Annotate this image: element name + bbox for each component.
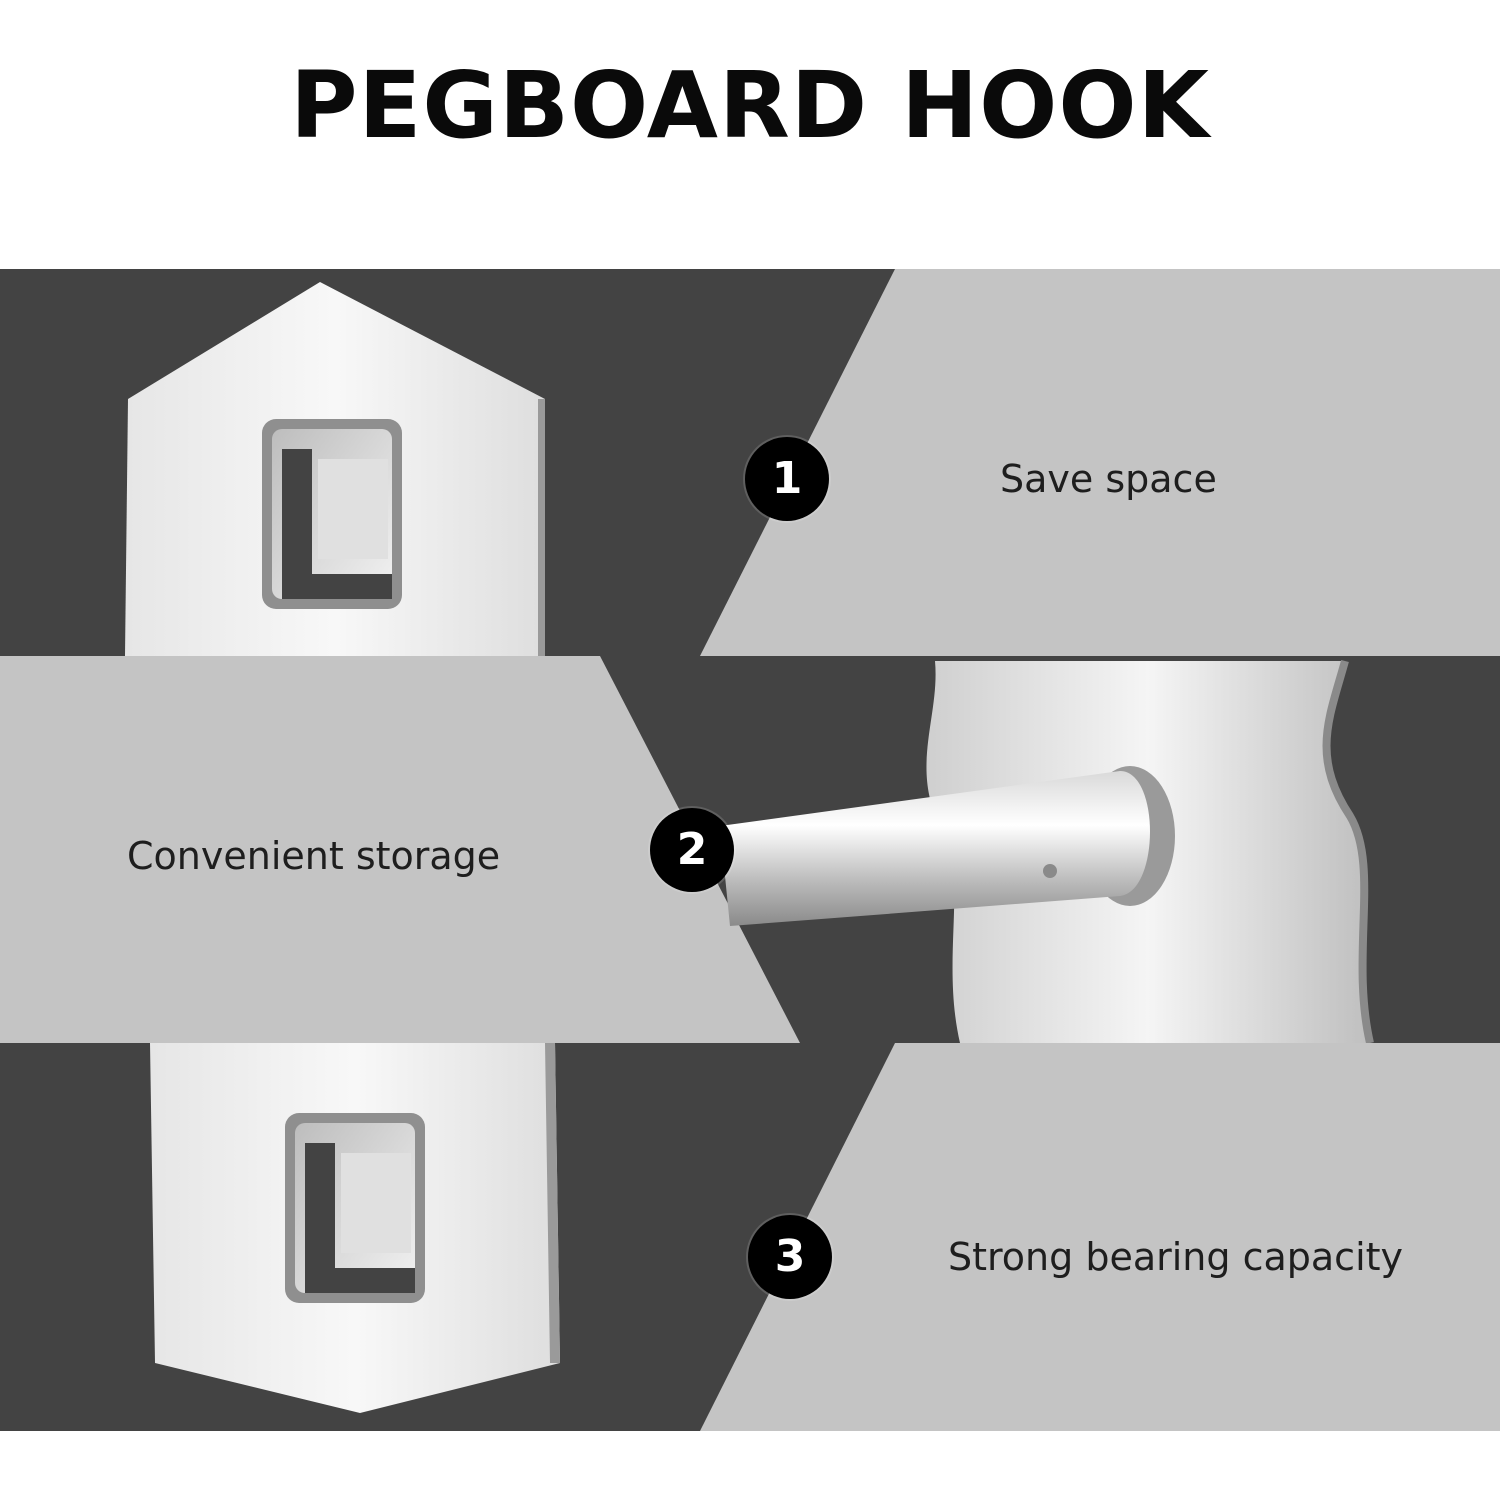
feature-panel-3-background xyxy=(0,1043,1500,1431)
feature-label-save-space: Save space xyxy=(1000,457,1217,501)
hook-plate-bottom xyxy=(150,1043,560,1413)
feature-panel-1: 1 Save space xyxy=(0,269,1500,656)
feature-number-badge-1: 1 xyxy=(745,437,829,521)
feature-label-strong-bearing-capacity: Strong bearing capacity xyxy=(948,1235,1404,1279)
feature-label-convenient-storage: Convenient storage xyxy=(127,834,501,878)
page-title: PEGBOARD HOOK xyxy=(290,52,1210,159)
feature-panel-3: 3 Strong bearing capacity xyxy=(0,1043,1500,1431)
feature-number-badge-3: 3 xyxy=(748,1215,832,1299)
feature-panel-2: 2 Convenient storage xyxy=(0,656,1500,1043)
hook-side-view xyxy=(720,659,1374,1043)
hook-plate-top xyxy=(125,282,545,656)
feature-number-badge-2: 2 xyxy=(650,808,734,892)
feature-panel-1-background xyxy=(0,269,1500,656)
feature-panel-2-background xyxy=(0,656,1500,1043)
